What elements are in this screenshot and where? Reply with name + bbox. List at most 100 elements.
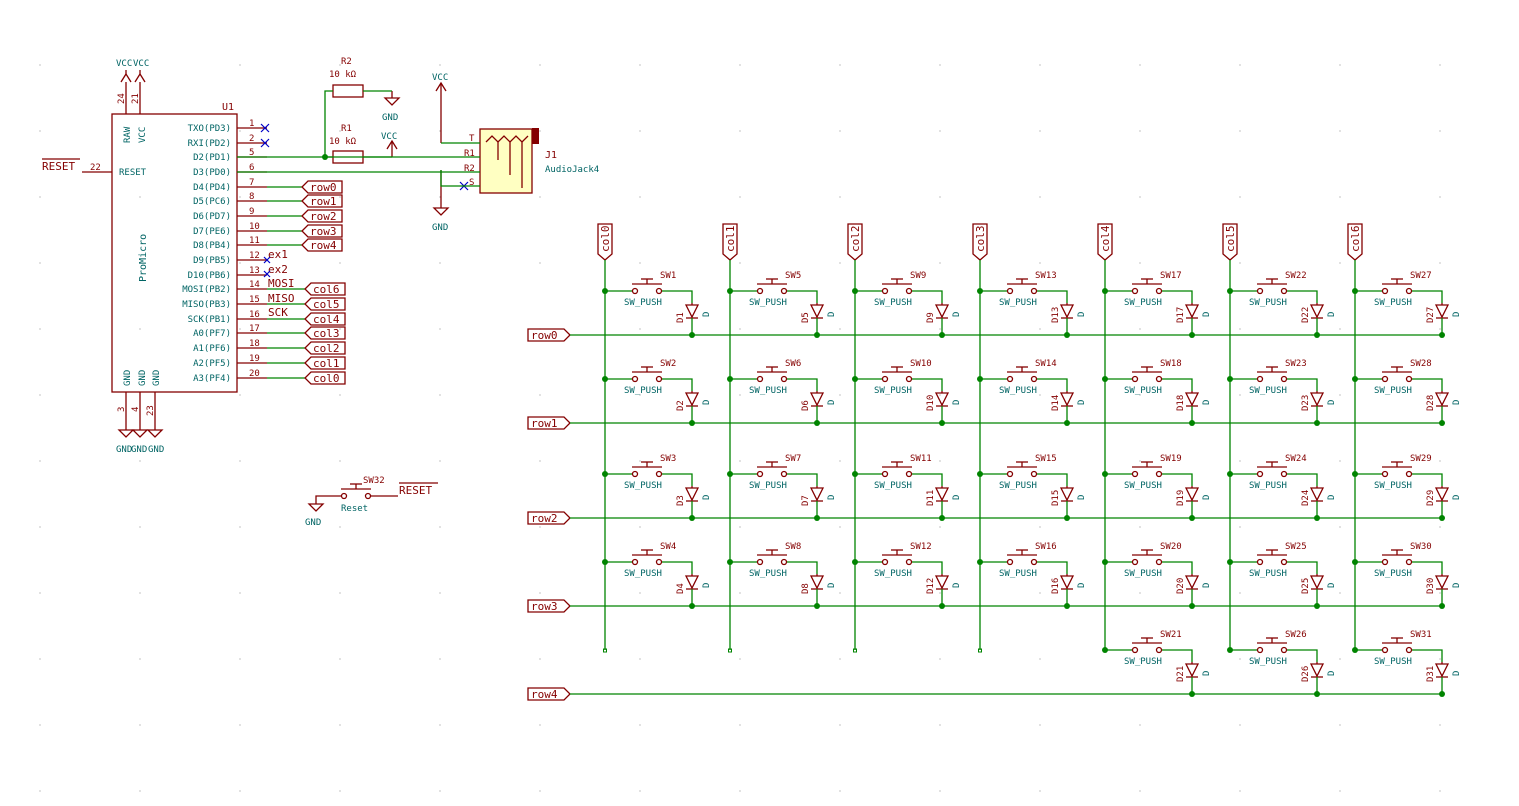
hier-label-col6 xyxy=(304,282,346,296)
diode-value: D xyxy=(1452,400,1462,405)
diode-value: D xyxy=(952,400,962,405)
diode-value: D xyxy=(827,583,837,588)
hier-label-col1 xyxy=(304,356,346,370)
sw32-reset-net: RESET xyxy=(399,484,432,497)
diode-value: D xyxy=(1077,400,1087,405)
no-connect-markers xyxy=(260,123,271,278)
jack-plug-body xyxy=(532,128,539,144)
switch-value: SW_PUSH xyxy=(1249,298,1287,308)
pin-num-23: 23 xyxy=(146,405,156,416)
hier-label-text-col2: col2 xyxy=(313,342,340,355)
diode-ref: D17 xyxy=(1176,307,1186,323)
pin-name-11: D8(PB4) xyxy=(193,241,231,251)
pin-num-16: 16 xyxy=(249,310,260,320)
hier-label-text-col3: col3 xyxy=(313,327,340,340)
diode-ref: D18 xyxy=(1176,395,1186,411)
diode-value: D xyxy=(702,583,712,588)
switch-value: SW_PUSH xyxy=(999,298,1037,308)
switch-value: SW_PUSH xyxy=(999,481,1037,491)
switch-ref: SW30 xyxy=(1410,542,1432,552)
pin-name-13: D10(PB6) xyxy=(188,271,231,281)
promicro-u1[interactable]: U1 ProMicro 24 21 RAW VCC 22 RESET 3 4 2… xyxy=(82,82,346,424)
matrix-col-label-text-col3: col3 xyxy=(974,226,987,253)
diode-ref: D1 xyxy=(676,312,686,323)
switch-ref: SW9 xyxy=(910,271,926,281)
switch-value: SW_PUSH xyxy=(749,298,787,308)
matrix-row-label-row1 xyxy=(527,416,571,430)
promicro-right-pins: 1TXO(PD3)2RXI(PD2)5D2(PD1)6D3(PD0)7D4(PD… xyxy=(182,119,346,385)
diode-value: D xyxy=(952,583,962,588)
switch-ref: SW16 xyxy=(1035,542,1057,552)
jack-pin-s: S xyxy=(469,178,474,188)
switch-ref: SW11 xyxy=(910,454,932,464)
switch-ref: SW24 xyxy=(1285,454,1307,464)
hier-label-text-col4: col4 xyxy=(313,313,340,326)
switch-value: SW_PUSH xyxy=(624,386,662,396)
switch-value: SW_PUSH xyxy=(1374,386,1412,396)
matrix-col-label-text-col5: col5 xyxy=(1224,226,1237,253)
pin-name-10: D7(PE6) xyxy=(193,227,231,237)
audio-jack-j1[interactable]: J1 AudioJack4 T R1 R2 S xyxy=(459,128,599,194)
pin-name-gnd-b: GND xyxy=(138,370,148,386)
matrix-col-label-text-col4: col4 xyxy=(1099,225,1112,252)
diode-value: D xyxy=(1452,495,1462,500)
pin-name-gnd-c: GND xyxy=(152,370,162,386)
reset-switch-sw32[interactable]: SW32 Reset GND RESET xyxy=(305,476,438,528)
resistor-r2[interactable]: R2 10 kΩ xyxy=(329,57,364,98)
jack-vcc-symbol: VCC xyxy=(432,73,448,143)
diode-ref: D19 xyxy=(1176,490,1186,506)
diode-value: D xyxy=(702,400,712,405)
pin-name-15: MISO(PB3) xyxy=(182,300,231,310)
switch-value: SW_PUSH xyxy=(624,569,662,579)
diode-value: D xyxy=(1202,495,1212,500)
switch-ref: SW22 xyxy=(1285,271,1307,281)
pin-num-15: 15 xyxy=(249,295,260,305)
switch-value: SW_PUSH xyxy=(624,298,662,308)
switch-ref: SW13 xyxy=(1035,271,1057,281)
switch-ref: SW18 xyxy=(1160,359,1182,369)
sw32-ref: SW32 xyxy=(363,476,385,486)
diode-ref: D7 xyxy=(801,495,811,506)
pin-num-7: 7 xyxy=(249,178,254,188)
hier-label-text-col1: col1 xyxy=(313,357,340,370)
diode-ref: D25 xyxy=(1301,578,1311,594)
net-label-mosi: MOSI xyxy=(268,277,295,290)
diode-value: D xyxy=(1077,312,1087,317)
matrix-row-label-text-row1: row1 xyxy=(531,417,558,430)
pin-name-18: A1(PF6) xyxy=(193,344,231,354)
pin-name-20: A3(PF4) xyxy=(193,374,231,384)
pin-num-5: 5 xyxy=(249,148,254,158)
